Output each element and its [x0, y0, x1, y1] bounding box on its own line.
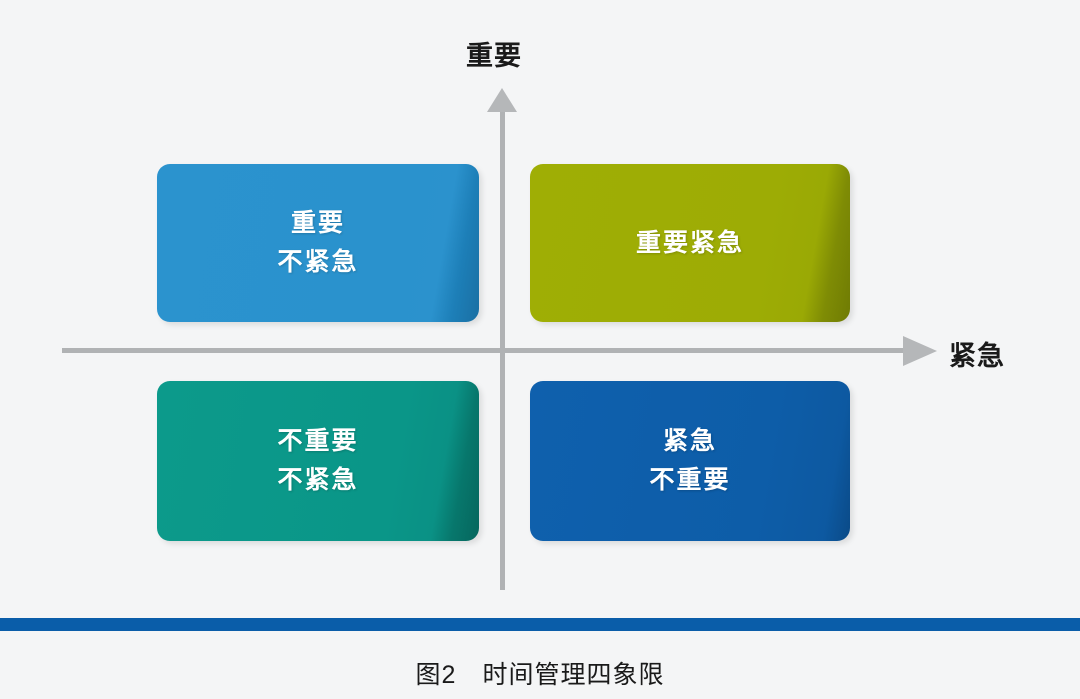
x-axis-line — [62, 348, 907, 353]
y-axis-label: 重要 — [466, 41, 522, 71]
quadrant-label-line: 不重要 — [649, 466, 731, 494]
quadrant-label-line: 不重要 — [277, 427, 359, 456]
quadrant-urgent-not-important[interactable]: 紧急 不重要 — [530, 381, 850, 541]
arrow-up-icon — [487, 88, 517, 112]
y-axis-line — [500, 108, 505, 590]
figure-caption: 图2 时间管理四象限 — [415, 661, 665, 689]
quadrant-label-line: 不紧急 — [277, 248, 359, 276]
quadrant-label-line: 不紧急 — [277, 466, 359, 494]
quadrant-label-group: 重要紧急 — [530, 224, 850, 263]
quadrant-important-urgent[interactable]: 重要紧急 — [530, 164, 850, 322]
quadrant-label-line: 紧急 — [662, 427, 717, 456]
quadrant-label-line: 重要紧急 — [635, 228, 744, 257]
section-divider-rule — [0, 618, 1080, 631]
arrow-right-icon — [903, 336, 937, 366]
quadrant-label-group: 紧急 不重要 — [530, 422, 850, 500]
quadrant-label-line: 重要 — [290, 209, 345, 238]
quadrant-label-group: 重要 不紧急 — [157, 204, 479, 282]
quadrant-important-not-urgent[interactable]: 重要 不紧急 — [157, 164, 479, 322]
quadrant-label-group: 不重要 不紧急 — [157, 422, 479, 500]
x-axis-label: 紧急 — [949, 341, 1005, 371]
quadrant-not-important-not-urgent[interactable]: 不重要 不紧急 — [157, 381, 479, 541]
